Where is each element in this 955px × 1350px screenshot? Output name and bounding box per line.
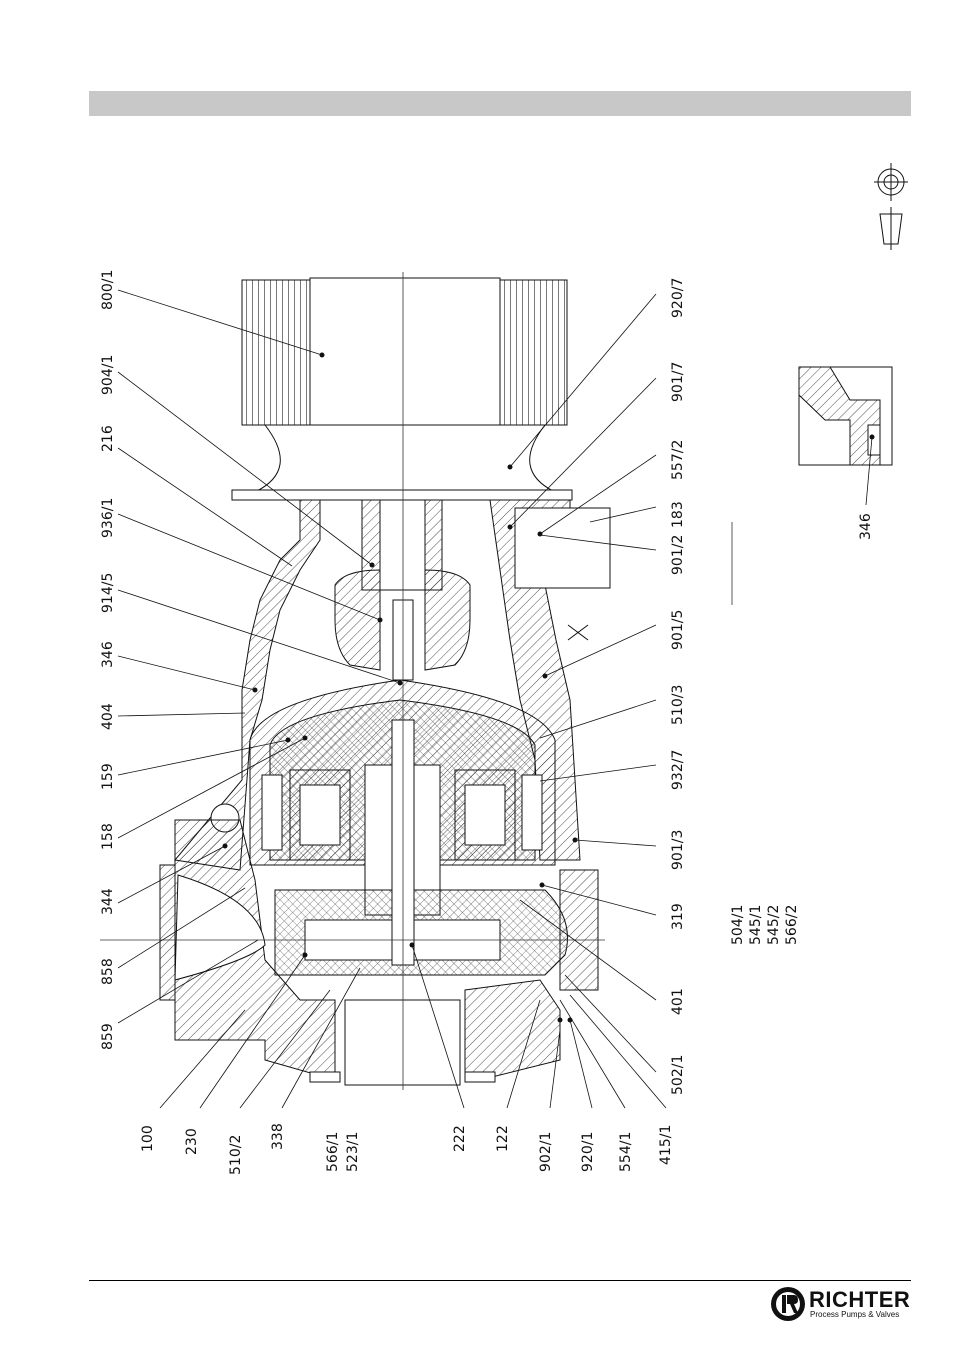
label-566-2: 566/2	[784, 905, 800, 945]
label-159: 159	[100, 763, 116, 790]
detail-label-346: 346	[858, 513, 874, 540]
label-404: 404	[100, 703, 116, 730]
label-901-3: 901/3	[670, 830, 686, 870]
label-554-1: 554/1	[618, 1132, 634, 1172]
richter-logo-icon	[770, 1286, 806, 1322]
labels-top-row: 800/1 904/1 216 936/1 914/5 346 404 159 …	[100, 270, 116, 1050]
label-502-1: 502/1	[670, 1055, 686, 1095]
label-319: 319	[670, 903, 686, 930]
label-122: 122	[495, 1125, 511, 1152]
detail-view	[799, 367, 892, 465]
label-158: 158	[100, 823, 116, 850]
label-858: 858	[100, 958, 116, 985]
label-901-7: 901/7	[670, 362, 686, 402]
label-920-1: 920/1	[580, 1132, 596, 1172]
label-510-2: 510/2	[228, 1135, 244, 1175]
label-920-7: 920/7	[670, 278, 686, 318]
label-566-1: 566/1	[325, 1132, 341, 1172]
footer-rule	[89, 1280, 911, 1281]
label-936-1: 936/1	[100, 498, 116, 538]
label-100: 100	[140, 1125, 156, 1152]
label-800-1: 800/1	[100, 270, 116, 310]
logo-tagline: Process Pumps & Valves	[810, 1310, 899, 1319]
projection-symbol	[874, 163, 908, 250]
label-401: 401	[670, 988, 686, 1015]
label-545-2: 545/2	[766, 905, 782, 945]
label-346: 346	[100, 641, 116, 668]
label-230: 230	[184, 1128, 200, 1155]
label-222: 222	[452, 1125, 468, 1152]
label-902-1: 902/1	[538, 1132, 554, 1172]
label-901-2: 901/2	[670, 535, 686, 575]
label-523-1: 523/1	[345, 1132, 361, 1172]
label-510-3: 510/3	[670, 685, 686, 725]
view-marker-label: X	[592, 648, 602, 664]
label-545-1: 545/1	[748, 905, 764, 945]
label-859: 859	[100, 1023, 116, 1050]
label-list: 504/1 545/1 545/2 566/2	[730, 905, 800, 945]
richter-logo: RICHTER Process Pumps & Valves	[770, 1284, 910, 1324]
label-344: 344	[100, 888, 116, 915]
label-932-7: 932/7	[670, 750, 686, 790]
labels-bottom-row: 100 230 510/2 338 566/1 523/1 222 122 90…	[140, 1123, 674, 1175]
motor	[232, 278, 572, 500]
labels-right-row: 920/7 901/7 557/2 183 901/2 901/5 510/3 …	[670, 278, 686, 1095]
label-415-1: 415/1	[658, 1125, 674, 1165]
label-557-2: 557/2	[670, 440, 686, 480]
label-901-5: 901/5	[670, 610, 686, 650]
label-504-1: 504/1	[730, 905, 746, 945]
label-338: 338	[270, 1123, 286, 1150]
label-183: 183	[670, 501, 686, 528]
label-216: 216	[100, 425, 116, 452]
label-914-5: 914/5	[100, 573, 116, 613]
label-904-1: 904/1	[100, 355, 116, 395]
